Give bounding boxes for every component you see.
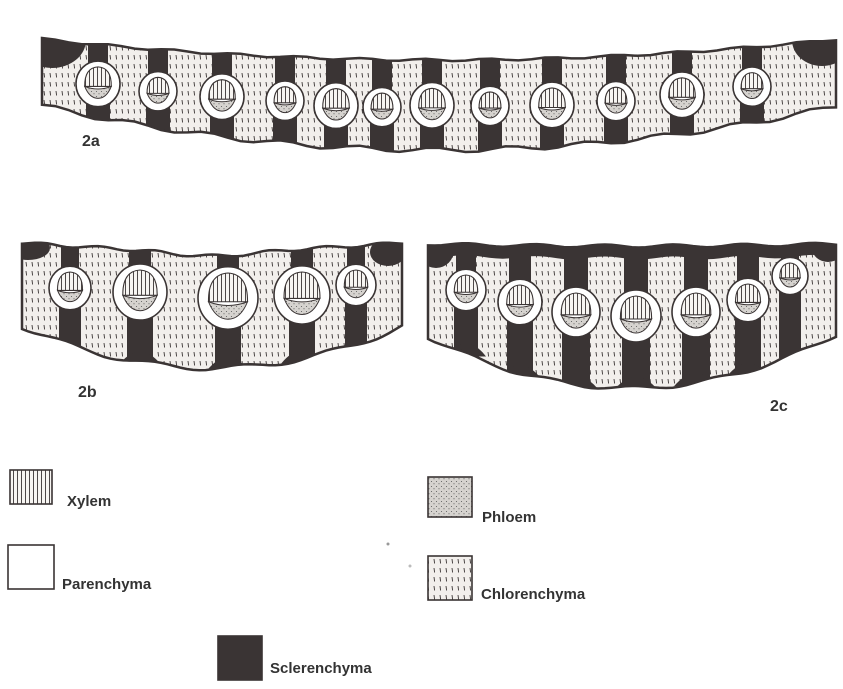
figure-2b-cross-section: [6, 236, 406, 370]
figure-label-2c: 2c: [770, 398, 788, 416]
legend-label-xylem: Xylem: [67, 493, 111, 510]
legend-label-phloem: Phloem: [482, 509, 536, 526]
figure-2a-cross-section: [18, 12, 843, 154]
legend-swatch-chlorenchyma: [428, 556, 472, 600]
legend-label-parenchyma: Parenchyma: [62, 576, 151, 593]
sclerenchyma-end-cap: [6, 236, 50, 260]
legend-label-chlorenchyma: Chlorenchyma: [481, 586, 585, 603]
figure-label-2b: 2b: [78, 384, 97, 402]
legend-swatch-sclerenchyma: [218, 636, 262, 680]
legend-swatch-parenchyma: [8, 545, 54, 589]
figure-2c-cross-section: [418, 232, 843, 390]
figure-label-2a: 2a: [82, 133, 100, 151]
legend-label-sclerenchyma: Sclerenchyma: [270, 660, 372, 677]
legend-swatch-phloem: [428, 477, 472, 517]
legend-swatch-xylem: [10, 470, 52, 504]
stray-dot: [409, 565, 412, 568]
stray-dot: [387, 543, 390, 546]
